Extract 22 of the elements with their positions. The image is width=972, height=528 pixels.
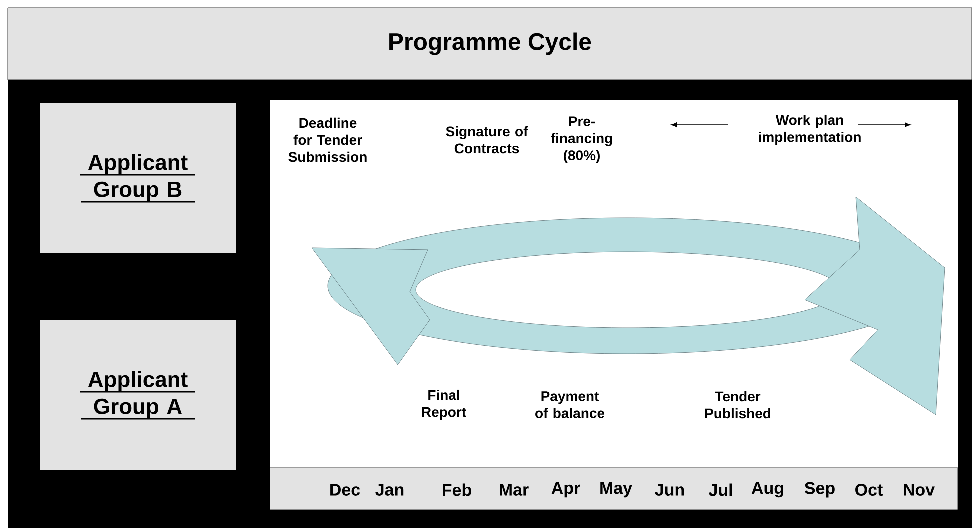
month-label: Apr: [552, 482, 580, 498]
event-label: Work plan implementation: [759, 114, 861, 146]
event-label: Tender Published: [706, 391, 771, 419]
event-label: Payment of balance: [536, 392, 605, 418]
event-label: Pre-financing (80%): [551, 116, 612, 164]
month-label: Nov: [904, 484, 935, 496]
event-label: Signature of Contracts: [446, 126, 528, 154]
month-label: Jun: [655, 484, 684, 496]
group-box: Applicant Group A: [40, 320, 236, 470]
month-label: Jan: [376, 484, 404, 496]
month-label: Oct: [856, 484, 883, 496]
group-box: Applicant Group B: [40, 103, 236, 253]
title-band: Programme Cycle: [8, 8, 972, 80]
month-label: Jul: [708, 484, 732, 496]
event-label: Final Report: [422, 390, 466, 420]
month-label: May: [600, 482, 632, 498]
month-label: Feb: [443, 484, 472, 496]
month-label: Dec: [330, 484, 360, 496]
event-label: Deadline for Tender Submission: [288, 118, 367, 162]
month-label: Sep: [804, 482, 835, 498]
month-label: Mar: [500, 484, 529, 496]
month-label: Aug: [752, 482, 784, 498]
